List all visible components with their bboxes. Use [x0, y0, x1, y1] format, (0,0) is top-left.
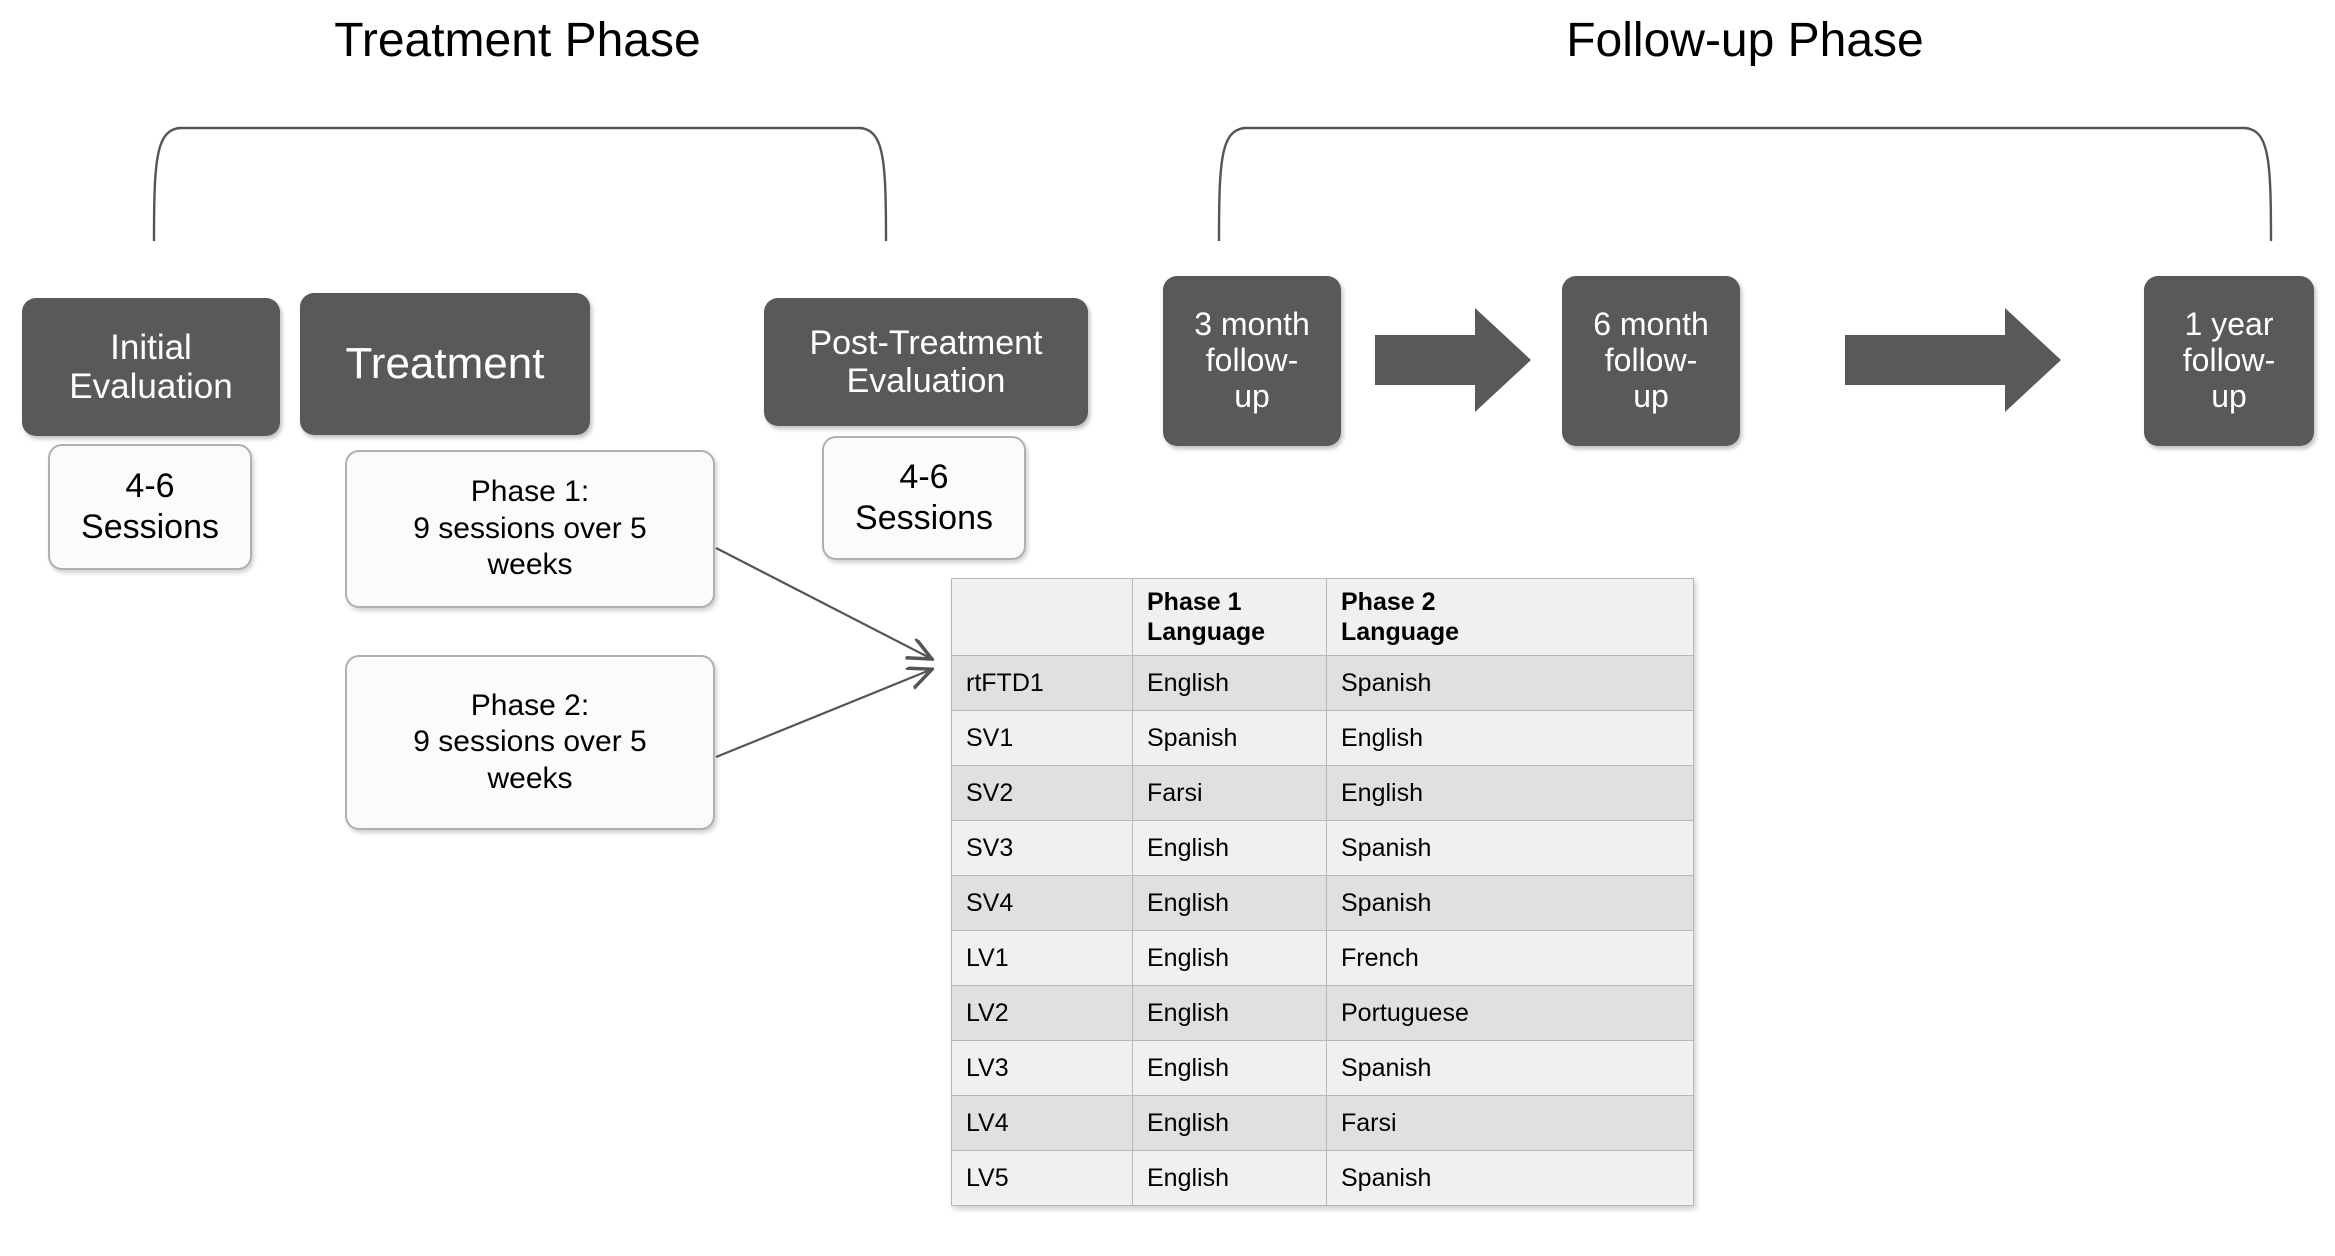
- cell-phase2-language: Spanish: [1326, 1040, 1694, 1096]
- table-row: LV1 English French: [951, 930, 1694, 986]
- cell-participant-id: SV3: [951, 820, 1133, 876]
- table-header-phase2: Phase 2 Language: [1326, 578, 1694, 656]
- table-header-phase2-line2: Language: [1341, 618, 1460, 646]
- cell-phase1-language: English: [1132, 930, 1327, 986]
- note-post-sessions: 4-6 Sessions: [822, 436, 1026, 560]
- table-row: LV3 English Spanish: [951, 1040, 1694, 1096]
- table-row: LV2 English Portuguese: [951, 985, 1694, 1041]
- initial-evaluation-label-line2: Evaluation: [69, 367, 233, 406]
- cell-participant-id: LV2: [951, 985, 1133, 1041]
- cell-participant-id: LV1: [951, 930, 1133, 986]
- table-row: SV3 English Spanish: [951, 820, 1694, 876]
- phase1-line1: Phase 1:: [470, 475, 590, 509]
- table-row: SV2 Farsi English: [951, 765, 1694, 821]
- table-header-id: [951, 578, 1133, 656]
- note-phase-1: Phase 1: 9 sessions over 5 weeks: [345, 450, 715, 608]
- cell-phase1-language: English: [1132, 1095, 1327, 1151]
- phase1-line2: 9 sessions over 5: [413, 511, 647, 545]
- followup-phase-title: Follow-up Phase: [1566, 14, 1924, 67]
- followup-1year-line1: 1 year: [2184, 306, 2274, 343]
- post-sessions-line2: Sessions: [855, 499, 993, 537]
- cell-phase2-language: Spanish: [1326, 875, 1694, 931]
- followup-3month-line2: follow-: [1205, 342, 1299, 379]
- cell-phase2-language: French: [1326, 930, 1694, 986]
- step-3-month-followup: 3 month follow- up: [1163, 276, 1341, 446]
- cell-phase2-language: English: [1326, 765, 1694, 821]
- cell-phase1-language: Farsi: [1132, 765, 1327, 821]
- cell-phase1-language: English: [1132, 875, 1327, 931]
- cell-participant-id: LV5: [951, 1150, 1133, 1206]
- followup-1year-line2: follow-: [2182, 342, 2276, 379]
- post-sessions-line1: 4-6: [899, 457, 949, 496]
- initial-evaluation-label-line1: Initial: [110, 327, 192, 367]
- cell-phase1-language: Spanish: [1132, 710, 1327, 766]
- table-row: SV1 Spanish English: [951, 710, 1694, 766]
- cell-phase2-language: Portuguese: [1326, 985, 1694, 1041]
- phase1-line3: weeks: [487, 548, 573, 582]
- cell-phase1-language: English: [1132, 820, 1327, 876]
- table-header-phase1: Phase 1 Language: [1132, 578, 1327, 656]
- post-treatment-label-line1: Post-Treatment: [809, 323, 1043, 362]
- followup-6month-line1: 6 month: [1593, 306, 1709, 343]
- note-initial-sessions: 4-6 Sessions: [48, 444, 252, 570]
- cell-phase2-language: Spanish: [1326, 1150, 1694, 1206]
- step-treatment: Treatment: [300, 293, 590, 435]
- followup-6month-line2: follow-: [1604, 342, 1698, 379]
- followup-3month-line3: up: [1234, 377, 1270, 414]
- cell-phase2-language: Spanish: [1326, 655, 1694, 711]
- cell-participant-id: LV3: [951, 1040, 1133, 1096]
- followup-3month-line1: 3 month: [1194, 306, 1310, 343]
- cell-participant-id: SV2: [951, 765, 1133, 821]
- step-1-year-followup: 1 year follow- up: [2144, 276, 2314, 446]
- cell-phase1-language: English: [1132, 655, 1327, 711]
- followup-1year-line3: up: [2211, 377, 2247, 414]
- table-row: LV4 English Farsi: [951, 1095, 1694, 1151]
- phase2-line2: 9 sessions over 5: [413, 725, 647, 759]
- initial-sessions-line2: Sessions: [81, 508, 219, 546]
- table-header-phase2-line1: Phase 2: [1341, 588, 1436, 616]
- arrow-3month-to-6month: [1375, 308, 1531, 412]
- table-row: rtFTD1 English Spanish: [951, 655, 1694, 711]
- cell-participant-id: SV4: [951, 875, 1133, 931]
- table-header-phase1-line2: Language: [1147, 618, 1266, 646]
- cell-phase1-language: English: [1132, 1150, 1327, 1206]
- cell-phase1-language: English: [1132, 985, 1327, 1041]
- note-phase-2: Phase 2: 9 sessions over 5 weeks: [345, 655, 715, 830]
- phase2-line3: weeks: [487, 761, 573, 795]
- initial-sessions-line1: 4-6: [125, 466, 175, 505]
- table-row: SV4 English Spanish: [951, 875, 1694, 931]
- post-treatment-label-line2: Evaluation: [846, 362, 1006, 400]
- cell-phase2-language: Farsi: [1326, 1095, 1694, 1151]
- cell-participant-id: rtFTD1: [951, 655, 1133, 711]
- treatment-phase-title: Treatment Phase: [334, 14, 701, 67]
- treatment-phase-bracket: [150, 120, 890, 245]
- participant-language-table: Phase 1 Language Phase 2 Language rtFTD1…: [951, 578, 1694, 1206]
- step-initial-evaluation: Initial Evaluation: [22, 298, 280, 436]
- cell-phase2-language: Spanish: [1326, 820, 1694, 876]
- table-header-row: Phase 1 Language Phase 2 Language: [951, 578, 1694, 656]
- cell-participant-id: SV1: [951, 710, 1133, 766]
- cell-participant-id: LV4: [951, 1095, 1133, 1151]
- cell-phase1-language: English: [1132, 1040, 1327, 1096]
- table-header-phase1-line1: Phase 1: [1147, 588, 1242, 616]
- arrow-6month-to-1year: [1845, 308, 2061, 412]
- table-body: rtFTD1 English Spanish SV1 Spanish Engli…: [951, 655, 1694, 1206]
- step-post-treatment-evaluation: Post-Treatment Evaluation: [764, 298, 1088, 426]
- cell-phase2-language: English: [1326, 710, 1694, 766]
- followup-phase-bracket: [1215, 120, 2275, 245]
- treatment-label: Treatment: [345, 339, 545, 389]
- phase2-line1: Phase 2:: [470, 688, 590, 722]
- step-6-month-followup: 6 month follow- up: [1562, 276, 1740, 446]
- followup-6month-line3: up: [1633, 377, 1669, 414]
- table-row: LV5 English Spanish: [951, 1150, 1694, 1206]
